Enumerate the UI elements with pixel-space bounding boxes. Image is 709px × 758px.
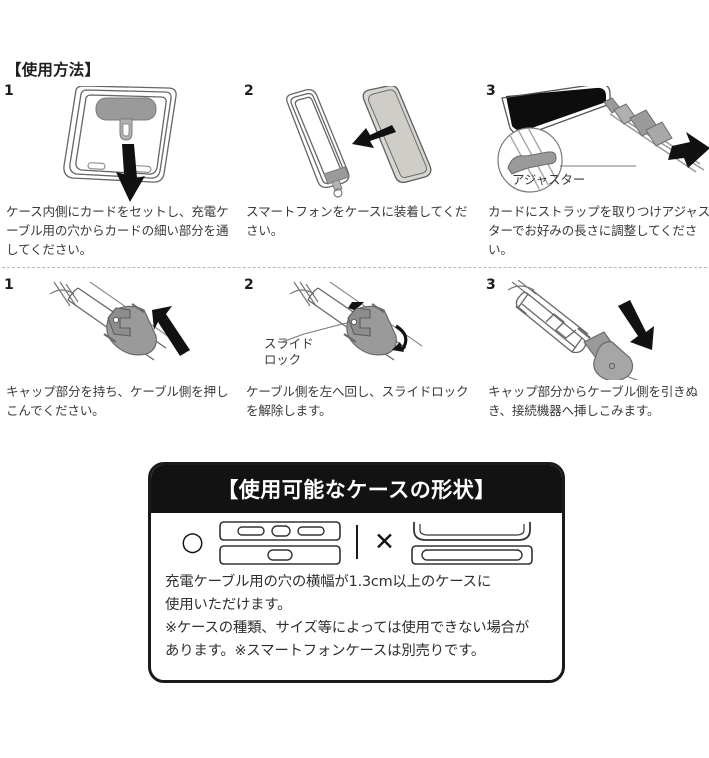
slide-lock-callout-label: スライド ロック [264, 336, 314, 367]
step-number: 3 [486, 83, 496, 99]
case-card-insert-illustration [4, 85, 240, 204]
phone-into-case-illustration [244, 84, 480, 204]
info-body-line: ※ケースの種類、サイズ等によっては使用できない場合が [165, 620, 530, 636]
section-divider [2, 267, 707, 268]
step-number: 3 [486, 277, 496, 293]
step-number: 1 [4, 83, 14, 99]
info-body-line: 使用いただけます。 [165, 597, 292, 613]
case-with-wide-opening-icon [218, 520, 341, 565]
case-shape-examples: ○ ✕ [151, 513, 562, 570]
compatible-case-info-box: 【使用可能なケースの形状】 ○ ✕ [148, 462, 565, 683]
info-body-line: あります。※スマートフォンケースは別売りです。 [165, 643, 486, 659]
step-caption: キャップ部分を持ち、ケーブル側を押しこんでください。 [6, 384, 229, 418]
info-body-line: 充電ケーブル用の穴の横幅が1.3cm以上のケースに [165, 574, 492, 590]
step-caption: ケーブル側を左へ回し、スライドロックを解除します。 [246, 384, 469, 418]
strap-adjuster-illustration: アジャスター [486, 83, 709, 204]
info-box-body: 充電ケーブル用の穴の横幅が1.3cm以上のケースに 使用いただけます。 ※ケース… [165, 571, 557, 663]
slide-lock-release-illustration: スライド ロック [244, 280, 480, 380]
case-with-narrow-opening-icon [410, 521, 533, 565]
adjuster-callout-label: アジャスター [512, 172, 586, 187]
step-row-attach: 1 [0, 83, 709, 264]
step-caption: キャップ部分からケーブル側を引きぬき、接続機器へ挿しこみます。 [488, 384, 698, 418]
step-row-cable: 1 [0, 278, 709, 438]
shape-divider [355, 524, 358, 559]
step-caption: カードにストラップを取りつけアジャスターでお好みの長さに調整してください。 [488, 204, 709, 257]
step-caption: ケース内側にカードをセットし、充電ケーブル用の穴からカードの細い部分を通してくだ… [6, 204, 229, 257]
cap-push-illustration [4, 280, 240, 380]
step-caption: スマートフォンをケースに装着してください。 [246, 204, 468, 238]
step-number: 1 [4, 277, 14, 293]
page-title: 【使用方法】 [6, 61, 101, 79]
incompatible-case-example: ✕ [372, 518, 534, 566]
step-number: 2 [244, 277, 254, 293]
info-box-header: 【使用可能なケースの形状】 [151, 465, 562, 513]
cable-pull-out-illustration [486, 279, 709, 393]
circle-ok-icon: ○ [181, 526, 204, 557]
compatible-case-example: ○ [180, 518, 342, 566]
step-number: 2 [244, 83, 254, 99]
cross-ng-icon: ✕ [374, 527, 395, 556]
info-box-header-text: 【使用可能なケースの形状】 [217, 478, 496, 502]
